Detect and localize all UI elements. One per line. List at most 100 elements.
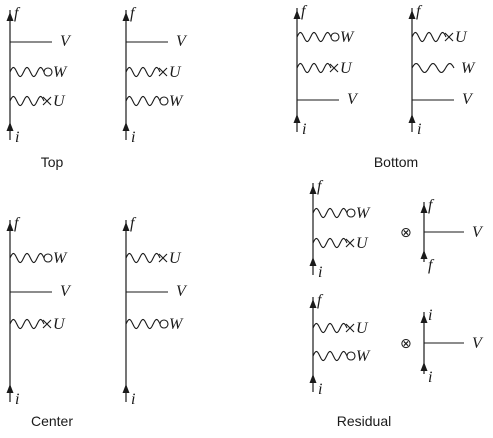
endpoint-label-top: f xyxy=(317,178,324,195)
wavy-line-w xyxy=(411,62,455,74)
otimes-icon: ⊗ xyxy=(400,225,412,241)
arrow-up-icon xyxy=(420,314,428,323)
wavy-line-w xyxy=(9,66,45,78)
arrow-up-icon xyxy=(293,10,301,19)
endpoint-label-top: f xyxy=(301,3,308,20)
otimes-icon: ⊗ xyxy=(400,336,412,352)
arrow-up-icon xyxy=(122,384,130,393)
wavy-line-u xyxy=(9,95,45,107)
rung-label: V xyxy=(60,283,72,300)
rung-label: W xyxy=(53,64,68,81)
rung-label: W xyxy=(169,93,184,110)
wavy-line-w xyxy=(9,252,45,264)
cross-vertex-icon xyxy=(158,67,168,77)
arrow-up-icon xyxy=(122,222,130,231)
rung-label: W xyxy=(461,60,476,77)
arrow-up-icon xyxy=(293,114,301,123)
residual-counterterm-1: ⊗Vff xyxy=(400,197,484,274)
caption-residual: Residual xyxy=(336,413,392,429)
circle-vertex-icon xyxy=(43,253,53,263)
arrow-up-icon xyxy=(309,257,317,266)
arrow-up-icon xyxy=(309,299,317,308)
endpoint-label-top: f xyxy=(317,292,324,309)
endpoint-label-top: i xyxy=(428,307,432,324)
cross-vertex-icon xyxy=(42,96,52,106)
endpoint-label-bottom: i xyxy=(302,121,306,138)
rung-label: U xyxy=(169,250,182,267)
arrow-up-icon xyxy=(6,12,14,21)
rung-label: U xyxy=(455,29,468,46)
rung-label: W xyxy=(53,250,68,267)
wavy-line-u xyxy=(9,318,45,330)
endpoint-label-bottom: i xyxy=(417,121,421,138)
arrow-up-icon xyxy=(309,374,317,383)
rung-label: U xyxy=(169,64,182,81)
caption-top: Top xyxy=(40,154,64,170)
arrow-up-icon xyxy=(309,185,317,194)
cross-vertex-icon xyxy=(345,238,355,248)
rung-label: V xyxy=(472,335,484,352)
arrow-up-icon xyxy=(6,222,14,231)
wavy-line-w xyxy=(312,207,348,219)
rung-label: W xyxy=(340,29,355,46)
rung-label: W xyxy=(356,348,371,365)
diagram-set: fiVWUfiVUWfiWUVfiUWVfiWVUfiUVWfiWUfiUW⊗V… xyxy=(6,3,484,408)
cross-vertex-icon xyxy=(158,253,168,263)
rung-label: V xyxy=(176,33,188,50)
endpoint-label-bottom: i xyxy=(428,369,432,386)
rung-label: V xyxy=(462,91,474,108)
rung-label: V xyxy=(176,283,188,300)
bottom-diagram-1: f i WUV xyxy=(293,3,359,138)
endpoint-label-bottom: f xyxy=(428,257,435,274)
circle-vertex-icon xyxy=(346,351,356,361)
endpoint-label-bottom: i xyxy=(318,381,322,398)
caption-center: Center xyxy=(30,413,74,429)
arrow-up-icon xyxy=(408,114,416,123)
wavy-line-w xyxy=(312,350,348,362)
arrow-up-icon xyxy=(122,122,130,131)
rung-label: W xyxy=(356,205,371,222)
wavy-line-u xyxy=(125,252,161,264)
cross-vertex-icon xyxy=(329,63,339,73)
rung-label: V xyxy=(347,91,359,108)
wavy-line-u xyxy=(296,62,332,74)
arrow-up-icon xyxy=(6,122,14,131)
arrow-up-icon xyxy=(408,10,416,19)
cross-vertex-icon xyxy=(345,323,355,333)
circle-vertex-icon xyxy=(330,32,340,42)
endpoint-label-top: f xyxy=(130,5,137,22)
wavy-line-u xyxy=(411,31,447,43)
endpoint-label-bottom: i xyxy=(15,129,19,146)
caption-bottom: Bottom xyxy=(373,154,419,170)
endpoint-label-top: f xyxy=(14,215,21,232)
arrow-up-icon xyxy=(122,12,130,21)
rung-label: W xyxy=(169,316,184,333)
endpoint-label-top: f xyxy=(428,197,435,214)
arrow-up-icon xyxy=(420,362,428,371)
rung-label: U xyxy=(53,316,66,333)
wavy-line-w xyxy=(296,31,332,43)
wavy-line-u xyxy=(312,322,348,334)
circle-vertex-icon xyxy=(43,67,53,77)
endpoint-label-bottom: i xyxy=(318,264,322,281)
circle-vertex-icon xyxy=(346,208,356,218)
cross-vertex-icon xyxy=(42,319,52,329)
arrow-up-icon xyxy=(420,250,428,259)
endpoint-label-top: f xyxy=(14,5,21,22)
endpoint-label-bottom: i xyxy=(131,391,135,408)
residual-counterterm-2: ⊗ Vi i xyxy=(400,307,484,386)
wavy-line-u xyxy=(312,237,348,249)
wavy-line-w xyxy=(125,318,161,330)
rung-label: U xyxy=(340,60,353,77)
circle-vertex-icon xyxy=(159,96,169,106)
arrow-up-icon xyxy=(420,204,428,213)
rung-label: U xyxy=(356,235,369,252)
wavy-line-w xyxy=(125,95,161,107)
rung-label: V xyxy=(60,33,72,50)
rung-label: U xyxy=(356,320,369,337)
residual-diagram-1: f i WU xyxy=(309,178,371,281)
